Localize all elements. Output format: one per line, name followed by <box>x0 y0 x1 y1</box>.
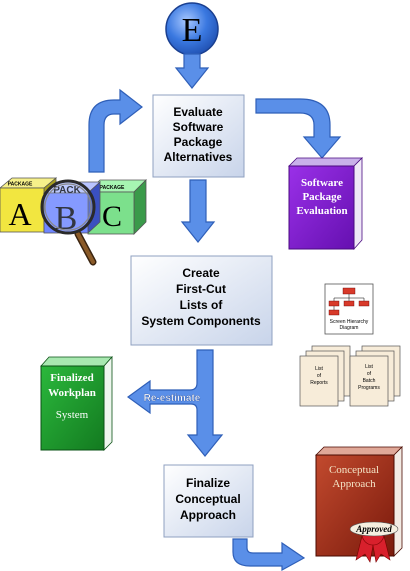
create-line-2: First-Cut <box>176 282 226 296</box>
finalize-line-2: Conceptual <box>175 492 240 506</box>
approved-seal-icon: Approved <box>349 521 399 563</box>
evaluate-line-4: Alternatives <box>164 150 233 164</box>
start-node: E <box>165 2 219 56</box>
evaluate-line-1: Evaluate <box>173 105 223 119</box>
block-b-top-text: PACK <box>53 185 81 196</box>
conceptual-book-line-1: Conceptual <box>329 464 379 476</box>
finalize-box-bg <box>163 464 254 538</box>
start-letter: E <box>182 12 203 49</box>
evaluate-line-2: Software <box>173 120 224 134</box>
finalize-line-3: Approach <box>180 508 236 522</box>
hierarchy-doc-line-1: Screen Hierarchy <box>330 319 369 325</box>
evaluation-book-top <box>288 157 363 167</box>
create-box: Create First-Cut Lists of System Compone… <box>130 255 273 346</box>
seal-text: Approved <box>355 524 392 534</box>
block-c-letter: C <box>102 200 122 233</box>
finalized-workplan-book: Finalized Workplan System <box>40 355 113 451</box>
evaluation-book-pages <box>353 157 363 251</box>
hierarchy-node-a <box>328 300 340 307</box>
arrow-start-to-evaluate <box>174 53 210 89</box>
batch-doc-line-3: Batch <box>363 378 376 384</box>
evaluate-box-bg <box>152 94 245 178</box>
finalize-box: Finalize Conceptual Approach <box>163 464 254 538</box>
list-of-batch-programs-docs: List of Batch Programs <box>349 345 401 407</box>
seal-label-bg <box>349 521 399 537</box>
evaluate-box: Evaluate Software Package Alternatives <box>152 94 245 178</box>
hierarchy-node-b <box>343 300 355 307</box>
workplan-book-line-1: Finalized <box>50 372 93 384</box>
hierarchy-doc-line-2: Diagram <box>340 325 359 331</box>
batch-doc-line-1: List <box>365 364 373 370</box>
evaluation-book-line-3: Evaluation <box>296 205 347 217</box>
workplan-book-pages <box>103 355 113 451</box>
package-blocks: PACKAGE A PACKAGE C PACK B <box>0 177 147 266</box>
conceptual-approach-book: Conceptual Approach Approved <box>315 446 403 563</box>
arrow-evaluate-to-evaluation-book <box>255 98 342 159</box>
hierarchy-node-c <box>358 300 370 307</box>
workplan-book-top <box>40 356 113 367</box>
workplan-book-subtitle: System <box>56 409 89 421</box>
block-b-letter: B <box>55 200 78 237</box>
software-package-evaluation-book: Software Package Evaluation <box>288 157 363 251</box>
evaluation-book-line-2: Package <box>302 191 341 203</box>
reestimate-label: Re-estimate <box>144 393 201 404</box>
arrow-evaluate-to-create <box>180 179 216 243</box>
evaluation-book-cover <box>288 165 355 250</box>
magnifying-glass-icon <box>40 179 97 266</box>
create-box-bg <box>130 255 273 346</box>
reports-doc-line-1: List <box>315 366 323 372</box>
conceptual-book-pages <box>393 446 403 557</box>
block-a-top-text: PACKAGE <box>8 182 33 188</box>
evaluate-line-3: Package <box>174 135 223 149</box>
magnifier-lens <box>40 179 96 235</box>
workplan-book-cover <box>40 365 105 451</box>
workplan-book-line-2: Workplan <box>48 387 96 399</box>
block-c-top-text: PACKAGE <box>100 185 125 191</box>
hierarchy-node-a2 <box>328 309 340 316</box>
arrow-blocks-to-evaluate <box>88 88 143 173</box>
list-of-reports-docs: List of Reports <box>299 345 351 407</box>
create-line-3: Lists of <box>180 298 224 312</box>
batch-doc-line-2: of <box>367 371 372 377</box>
arrow-create-to-finalize-and-reestimate <box>126 349 224 457</box>
magnifier-lens-rim <box>44 183 92 231</box>
create-line-4: System Components <box>141 314 261 328</box>
hierarchy-node-root <box>342 287 356 295</box>
reports-doc-line-2: of <box>317 373 322 379</box>
block-a-letter: A <box>8 196 31 232</box>
arrow-finalize-to-conceptual-book <box>232 538 306 571</box>
create-line-1: Create <box>182 266 220 280</box>
conceptual-book-line-2: Approach <box>332 478 376 490</box>
magnifier-handle-highlight <box>76 232 95 264</box>
reports-doc-line-3: Reports <box>310 380 328 386</box>
evaluation-book-line-1: Software <box>301 177 343 189</box>
batch-doc-line-4: Programs <box>358 385 380 391</box>
reports-doc-front <box>299 355 339 407</box>
batch-doc-front <box>349 355 389 407</box>
finalize-line-1: Finalize <box>186 476 230 490</box>
conceptual-book-top <box>315 446 403 456</box>
screen-hierarchy-diagram-doc: Screen Hierarchy Diagram <box>324 283 374 335</box>
